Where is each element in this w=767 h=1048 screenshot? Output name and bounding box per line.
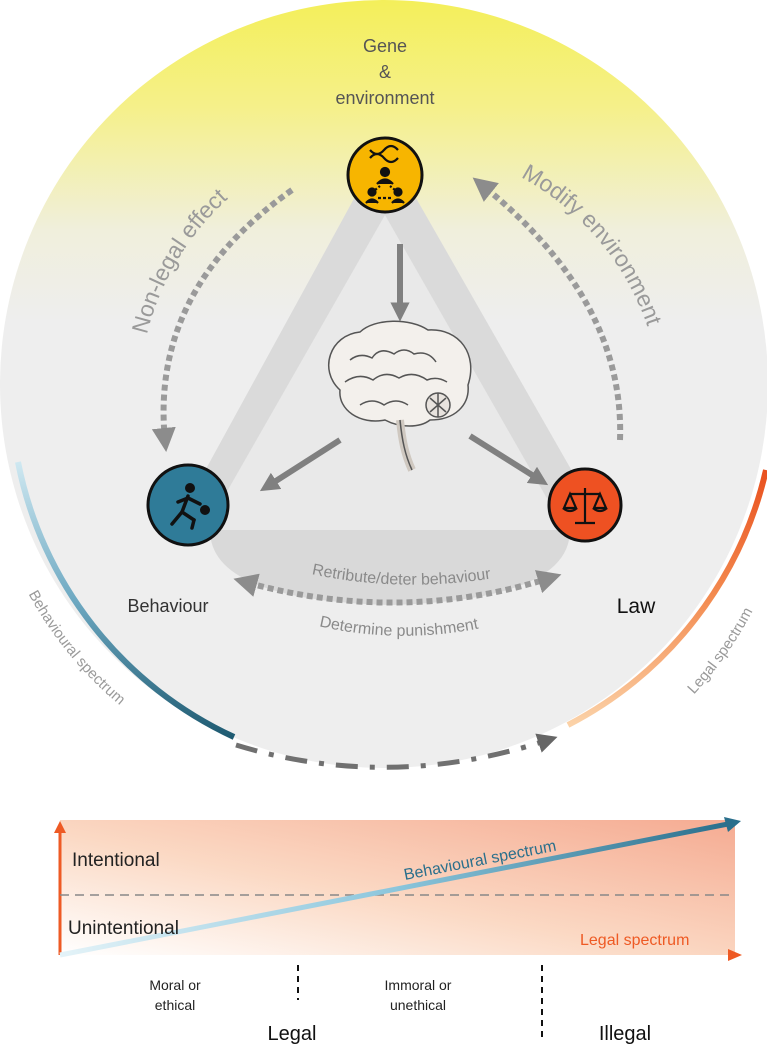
- legal-region-label: Legal: [268, 1023, 317, 1045]
- dna-family-icon: [365, 144, 405, 204]
- behavioural-line-arrowhead: [724, 817, 741, 832]
- immoral-label-line1: Immoral or: [385, 977, 452, 993]
- brain-to-behaviour-arrow: [259, 437, 342, 492]
- behaviour-label: Behaviour: [127, 596, 208, 616]
- legal-axis-arrowhead: [728, 949, 742, 961]
- brain-to-law-arrow: [468, 433, 549, 486]
- gene-label-line2: &: [379, 62, 391, 82]
- law-label: Law: [617, 595, 656, 618]
- scales-icon: [562, 488, 608, 525]
- brain-icon: [328, 320, 472, 472]
- behaviour-node: [146, 463, 230, 547]
- non-legal-effect-arrow: [151, 187, 294, 452]
- gene-environment-node: [346, 136, 424, 214]
- gene-label-line1: Gene: [363, 36, 407, 56]
- unintentional-label: Unintentional: [68, 918, 179, 939]
- moral-label-line2: ethical: [155, 997, 195, 1013]
- illegal-region-label: Illegal: [599, 1023, 651, 1045]
- gene-label-line3: environment: [335, 88, 434, 108]
- bottom-panel: Intentional Unintentional Behavioural sp…: [54, 817, 742, 961]
- legal-spectrum-arc: [566, 469, 767, 728]
- intentional-label: Intentional: [72, 850, 160, 871]
- legal-spectrum-panel-label: Legal spectrum: [580, 932, 689, 949]
- running-person-icon: [170, 483, 210, 530]
- bottom-spectrum-arrow: [235, 733, 558, 770]
- behavioural-spectrum-line: [59, 821, 729, 958]
- moral-label-line1: Moral or: [149, 977, 201, 993]
- modify-environment-arrow: [472, 177, 624, 441]
- behavioural-spectrum-arc: [15, 461, 236, 740]
- punishment-double-arrow: [233, 570, 562, 606]
- law-node: [547, 467, 623, 543]
- immoral-label-line2: unethical: [390, 997, 446, 1013]
